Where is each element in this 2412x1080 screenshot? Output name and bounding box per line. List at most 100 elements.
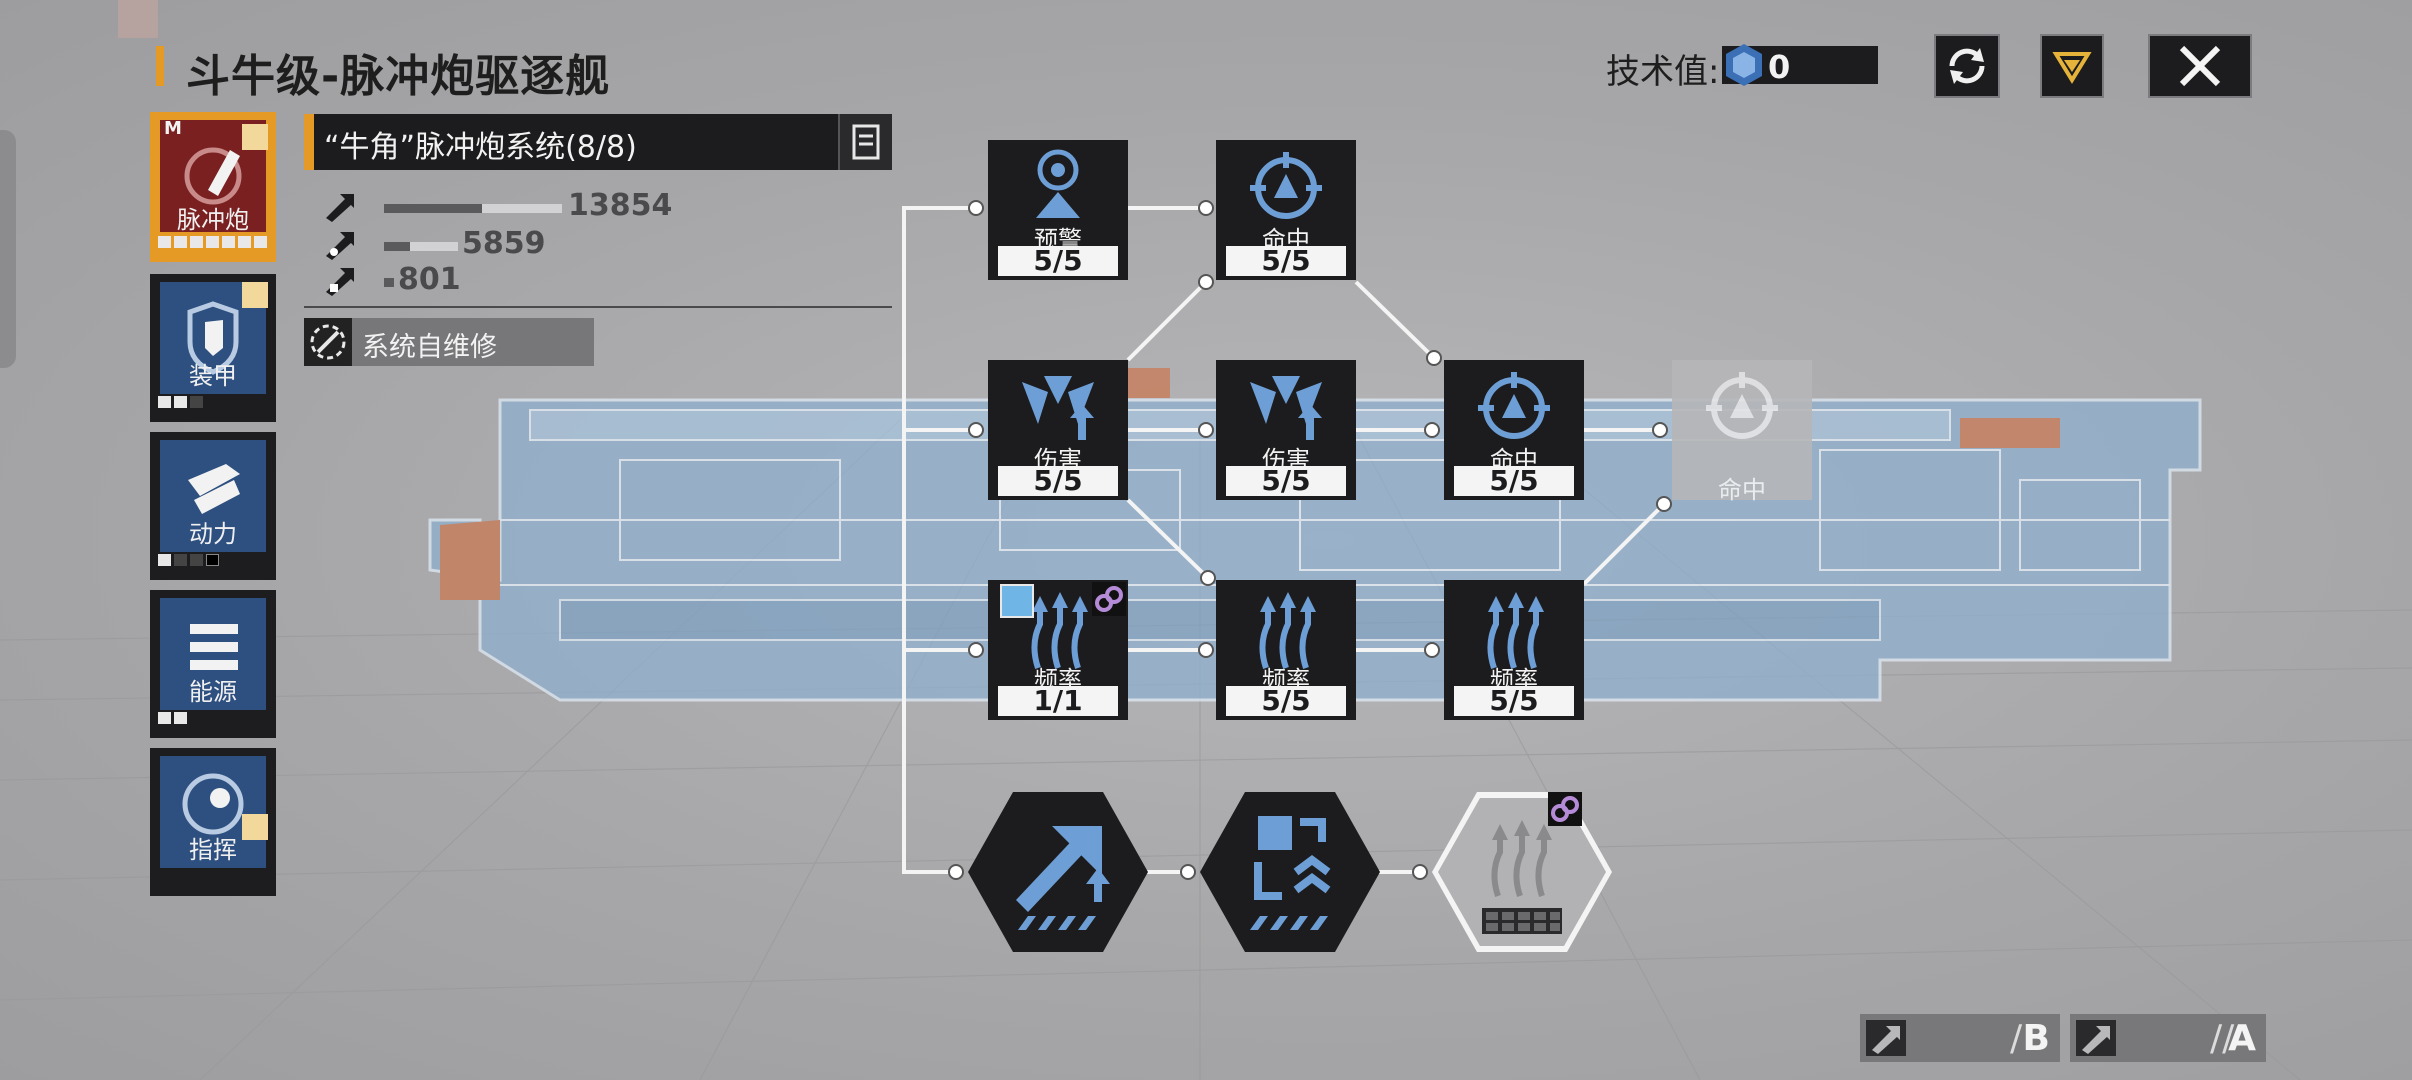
node-level: 5/5 — [1454, 686, 1574, 716]
auto-repair-tag[interactable]: 系统自维修 — [304, 318, 594, 366]
frequency-arrows-icon — [1487, 592, 1544, 669]
radar-icon — [182, 773, 244, 835]
level-pips — [158, 396, 203, 408]
rate-stat-icon — [326, 232, 354, 260]
stat-value: 13854 — [568, 188, 673, 223]
crosshair-icon — [1250, 152, 1322, 219]
system-name: “牛角”脉冲炮系统(8/8) — [324, 130, 637, 165]
upgrade-badge-icon — [1000, 584, 1034, 618]
nav-item-pulse[interactable]: M 脉冲炮 — [150, 112, 276, 262]
nav-icon-bg — [160, 756, 266, 868]
frequency-arrows-icon — [1031, 592, 1088, 669]
node-label: 命中 — [1718, 476, 1766, 504]
tech-value: 0 — [1768, 48, 1791, 86]
nav-item-energy[interactable]: 能源 — [150, 590, 276, 738]
skill-node-accuracy[interactable]: 命中 5/5 — [1216, 140, 1356, 280]
shield-icon — [187, 301, 239, 375]
system-header-accent — [304, 114, 314, 170]
upgrade-arrow-icon — [242, 814, 268, 840]
grade-panel-a[interactable]: // A — [2070, 1014, 2266, 1062]
grade-letter: A — [2228, 1018, 2256, 1059]
skill-node-frequency[interactable]: 频率 5/5 — [1216, 580, 1356, 720]
node-level: 5/5 — [998, 246, 1118, 276]
hex-node-damage-boost[interactable] — [968, 792, 1148, 952]
skill-node-accuracy[interactable]: 命中 5/5 — [1444, 360, 1584, 500]
upgrade-arrow-icon — [242, 124, 268, 150]
damage-up-icon — [1022, 376, 1094, 440]
level-pips — [158, 554, 219, 566]
grade-panel-b[interactable]: / B — [1860, 1014, 2060, 1062]
stat-value: 5859 — [462, 226, 546, 261]
skill-node-accuracy-locked[interactable]: 命中 — [1672, 360, 1812, 504]
title-accent — [156, 46, 164, 86]
nav-label: 脉冲炮 — [177, 206, 249, 234]
damage-up-icon — [1250, 376, 1322, 440]
node-level: 5/5 — [998, 466, 1118, 496]
level-pips — [158, 236, 267, 248]
node-level: 5/5 — [1226, 686, 1346, 716]
radar-warning-icon — [1036, 149, 1080, 218]
skill-node-damage[interactable]: 伤害 5/5 — [1216, 360, 1356, 500]
stat-bar — [384, 242, 458, 251]
damage-arrow-icon — [1016, 826, 1110, 930]
nav-label: 装甲 — [189, 362, 237, 390]
energy-list-icon — [190, 624, 238, 670]
node-level: 5/5 — [1226, 466, 1346, 496]
skill-node-frequency[interactable]: 频率 1/1 — [988, 580, 1128, 720]
level-pips — [158, 712, 187, 724]
skill-node-warning[interactable]: 预警 5/5 — [988, 140, 1128, 280]
link-icon — [1548, 792, 1582, 826]
skill-node-damage[interactable]: 伤害 5/5 — [988, 360, 1128, 500]
nav-icon-bg — [160, 440, 266, 552]
document-icon — [852, 124, 880, 160]
node-level: 1/1 — [998, 686, 1118, 716]
nav-label: 动力 — [189, 520, 237, 548]
side-drawer-handle[interactable] — [0, 130, 16, 368]
nav-item-armor[interactable]: 装甲 — [150, 274, 276, 422]
crosshair-icon — [1478, 372, 1550, 439]
skill-node-frequency[interactable]: 频率 5/5 — [1444, 580, 1584, 720]
stat-value: 801 — [398, 262, 461, 297]
refresh-icon — [1949, 48, 1985, 84]
damage-stat-icon — [326, 194, 354, 222]
filter-button[interactable] — [2040, 34, 2104, 98]
stat-fill — [384, 278, 394, 287]
nav-icon-bg — [160, 598, 266, 710]
tech-label: 技术值: — [1606, 52, 1720, 92]
pulse-cannon-icon — [184, 147, 242, 205]
grade-slash: / — [2010, 1018, 2023, 1059]
upgrade-arrow-icon — [242, 282, 268, 308]
stat-bar — [384, 204, 562, 213]
link-icon — [1092, 582, 1126, 616]
divider — [304, 306, 892, 308]
system-header: “牛角”脉冲炮系统(8/8) — [304, 114, 892, 170]
nav-item-power[interactable]: 动力 — [150, 432, 276, 580]
corner-mark — [118, 0, 158, 38]
nav-label: 能源 — [189, 678, 237, 706]
close-button[interactable] — [2148, 34, 2252, 98]
hex-node-structure-boost[interactable] — [1200, 792, 1380, 952]
page-title: 斗牛级-脉冲炮驱逐舰 — [186, 51, 611, 102]
frequency-arrows-icon — [1259, 592, 1316, 669]
stat-fill — [384, 242, 410, 251]
stat-bar — [384, 278, 394, 287]
nav-item-command[interactable]: 指挥 — [150, 748, 276, 896]
range-stat-icon — [326, 268, 354, 296]
node-level: 5/5 — [1454, 466, 1574, 496]
nav-label: 指挥 — [189, 836, 237, 864]
refresh-button[interactable] — [1934, 34, 2000, 98]
crosshair-icon — [1706, 372, 1778, 439]
hex-node-frequency-locked[interactable] — [1432, 792, 1612, 952]
grade-slash: // — [2210, 1018, 2235, 1059]
repair-icon — [304, 318, 352, 366]
tech-point-icon — [1726, 44, 1762, 86]
module-badge: M — [164, 118, 182, 139]
system-details-button[interactable] — [838, 114, 892, 170]
frequency-arrows-icon — [1482, 820, 1562, 934]
triangle-down-icon — [2052, 52, 2092, 84]
damage-stat-icon — [1866, 1020, 1906, 1056]
grade-letter: B — [2022, 1018, 2050, 1059]
thruster-icon — [188, 464, 240, 514]
close-icon — [2179, 45, 2221, 87]
